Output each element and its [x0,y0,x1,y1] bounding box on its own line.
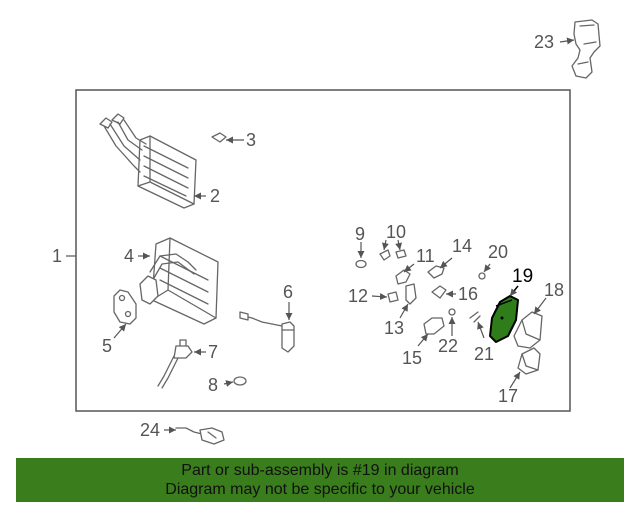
part-21-drawing[interactable] [469,311,481,323]
part-23-drawing[interactable] [571,19,601,79]
callout-5: 5 [102,336,112,356]
info-banner: Part or sub-assembly is #19 in diagram D… [16,458,624,502]
part-9-drawing[interactable] [355,259,367,269]
callout-2: 2 [210,186,220,206]
callout-8: 8 [208,375,218,395]
part-4-drawing[interactable] [139,237,219,325]
callout-18: 18 [544,280,564,300]
part-19-drawing-highlighted[interactable] [489,295,519,343]
callout-4: 4 [124,246,134,266]
part-13-drawing[interactable] [405,283,417,305]
callout-20: 20 [488,242,508,262]
callout-12: 12 [348,286,368,306]
callout-10: 10 [386,222,406,242]
callout-14: 14 [452,236,472,256]
part-24-drawing[interactable] [175,427,225,445]
callout-23: 23 [534,32,554,52]
part-18-drawing[interactable] [513,311,543,349]
part-11-drawing[interactable] [395,269,411,285]
part-10-drawing[interactable] [379,249,407,261]
callout-17: 17 [498,386,518,406]
part-2-drawing[interactable] [99,113,197,209]
callout-1: 1 [52,246,62,266]
part-3-drawing[interactable] [211,132,227,143]
part-17-drawing[interactable] [517,347,541,375]
callout-21: 21 [474,344,494,364]
part-16-drawing[interactable] [431,285,447,299]
banner-line-disclaimer: Diagram may not be specific to your vehi… [165,481,475,498]
part-14-drawing[interactable] [427,265,445,279]
part-5-drawing[interactable] [113,289,137,325]
callout-11: 11 [416,246,435,266]
part-15-drawing[interactable] [423,317,445,335]
callout-6: 6 [283,282,293,302]
part-12-drawing[interactable] [387,291,399,303]
callout-19[interactable]: 19 [512,266,533,287]
callout-24: 24 [140,420,160,440]
part-20-drawing[interactable] [478,272,486,280]
callout-22: 22 [438,336,458,356]
part-6-drawing[interactable] [239,311,295,353]
callout-13: 13 [384,318,404,338]
callout-9: 9 [355,224,365,244]
callout-16: 16 [458,284,478,304]
assembly-frame [75,89,571,412]
part-8-drawing[interactable] [233,376,247,386]
callout-7: 7 [208,342,218,362]
callout-15: 15 [402,348,422,368]
part-7-drawing[interactable] [157,339,193,389]
callout-3: 3 [246,130,256,150]
banner-line-part-info: Part or sub-assembly is #19 in diagram [181,462,459,479]
part-22-drawing[interactable] [448,308,456,316]
parts-diagram: 1 2 3 4 5 6 7 8 9 10 11 12 13 14 15 16 1… [52,19,601,445]
